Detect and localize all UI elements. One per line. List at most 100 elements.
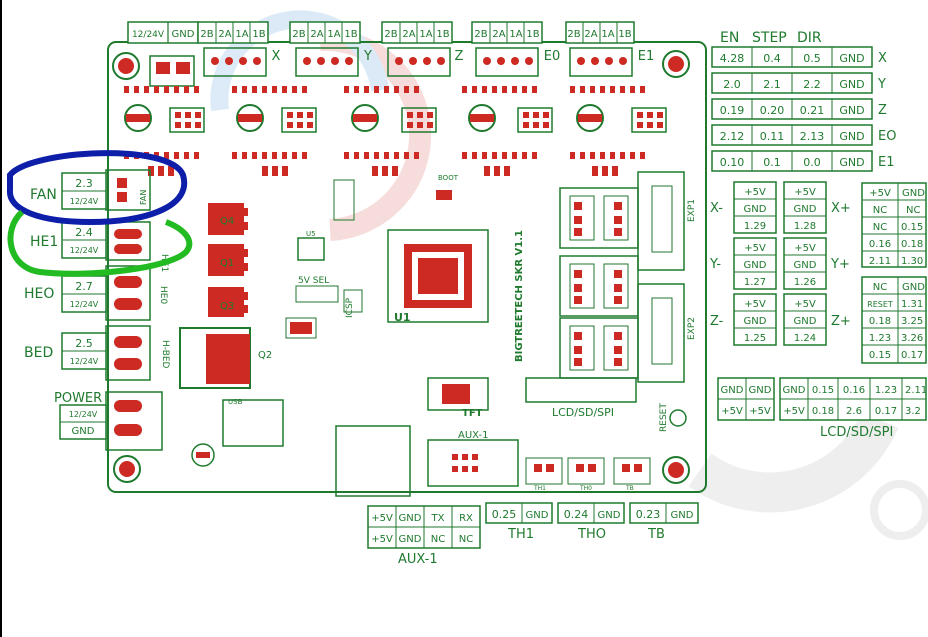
th1-gnd: GND: [526, 510, 549, 521]
motor-header-e0: 2B 2A 1A 1B E0: [471, 21, 560, 77]
lcd-right-r1c3: 0.16: [843, 385, 865, 396]
x-pin-1b: 1B: [252, 29, 265, 40]
endstop-z-right-5v: +5V: [794, 299, 816, 310]
driver-header-en: EN: [720, 30, 739, 46]
e1-motor-label: E1: [638, 49, 655, 64]
motor-header-e1: 2B 2A 1A 1B E1: [565, 21, 655, 77]
thermistor-th0: 0.24 GND THO: [557, 502, 625, 542]
aux1-r2c3: NC: [431, 534, 445, 545]
driver-z-axis: Z: [878, 103, 887, 118]
aux1-r1c1: +5V: [371, 513, 393, 524]
icsp-label: ICSP: [345, 297, 355, 318]
e1-pin-2a: 2A: [584, 29, 597, 40]
lcd-right-r1c5: 2.11: [905, 385, 927, 396]
lcd-sd-spi-table: GND GND +5V +5V GND 0.15 0.16 1.23 2.11 …: [717, 377, 927, 440]
endstop-x-plus: X+: [831, 201, 851, 216]
exp1-r2c1: NC: [873, 205, 887, 216]
endstop-y-minus: Y-: [709, 257, 721, 272]
he1-annotation-ellipse: [7, 209, 193, 277]
sel-label: 5V SEL: [298, 276, 329, 286]
e0-pin-1b: 1B: [526, 29, 539, 40]
lcd-right-r1c4: 1.23: [875, 385, 897, 396]
endstop-y-left-5v: +5V: [744, 243, 766, 254]
misc-components: U5 5V SEL ICSP BOOT USB TFT AUX-1 LCD/SD…: [191, 174, 687, 497]
power-input: POWER 12/24V GND: [54, 391, 107, 440]
endstop-y: Y- Y+ +5V GND 1.27 +5V GND 1.26: [709, 237, 850, 290]
board-name: BIGTREETECH SKR V1.1: [514, 230, 525, 362]
driver-row-e0: 2.12 0.11 2.13 GND EO: [711, 124, 896, 146]
exp1-r5c2: 1.30: [901, 256, 923, 267]
fan-annotation-ellipse: [6, 150, 188, 226]
driver-e1-en: 0.10: [720, 156, 745, 169]
bed-volt: 12/24V: [70, 357, 99, 366]
thermistor-tb: 0.23 GND TB: [629, 502, 699, 542]
exp1-r2c2: NC: [906, 205, 920, 216]
q2-label: Q2: [258, 350, 272, 361]
driver-e0-gnd: GND: [839, 130, 864, 143]
th1-board-label: TH1: [533, 485, 546, 492]
driver-row-e1: 0.10 0.1 0.0 GND E1: [711, 150, 895, 172]
left-edge-line: [0, 0, 2, 637]
e1-pin-2b: 2B: [567, 29, 580, 40]
driver-y-gnd: GND: [839, 78, 864, 91]
lcd-right-r2c2: 0.18: [812, 406, 834, 417]
z-pin-2b: 2B: [384, 29, 397, 40]
motor-header-x: 2B 2A 1A 1B X: [197, 21, 281, 77]
exp2-r5c2: 0.17: [901, 350, 923, 361]
u1-label: U1: [394, 311, 411, 324]
motor-header-z: 2B 2A 1A 1B Z: [381, 21, 464, 77]
endstop-x-minus: X-: [710, 201, 723, 216]
endstop-z: Z- Z+ +5V GND 1.25 +5V GND 1.24: [710, 293, 851, 346]
endstop-x: X- X+ +5V GND 1.29 +5V GND 1.28: [710, 181, 851, 234]
lcd-right-r2c3: 2.6: [846, 406, 862, 417]
x-pin-2b: 2B: [200, 29, 213, 40]
endstop-x-right-5v: +5V: [794, 187, 816, 198]
lcd-right-r1c2: 0.15: [812, 385, 834, 396]
he0-label: HEO: [24, 286, 54, 302]
e1-pin-1b: 1B: [618, 29, 631, 40]
thermistor-tables: 0.25 GND TH1 0.24 GND THO 0.23 GND TB: [485, 502, 699, 542]
aux1-board-label: AUX-1: [458, 430, 488, 441]
endstop-z-left-5v: +5V: [744, 299, 766, 310]
endstop-z-minus: Z-: [710, 314, 724, 329]
th1-label: TH1: [507, 527, 534, 542]
exp2-r1c2: GND: [902, 282, 925, 293]
driver-y-step: 2.1: [763, 78, 781, 91]
endstop-x-left-gnd: GND: [744, 204, 767, 215]
th0-board-label: TH0: [579, 485, 592, 492]
u5-label: U5: [306, 230, 316, 238]
annotations: [6, 150, 193, 277]
th1-pin: 0.25: [492, 508, 517, 521]
driver-y-dir: 2.2: [803, 78, 821, 91]
e0-pin-2b: 2B: [474, 29, 487, 40]
top-power-volt: 12/24V: [132, 30, 165, 40]
z-motor-label: Z: [455, 49, 464, 64]
y-motor-label: Y: [363, 49, 372, 64]
aux1-r2c4: NC: [459, 534, 473, 545]
driver-z-step: 0.20: [760, 104, 785, 117]
power-volt: 12/24V: [69, 410, 98, 419]
endstop-x-left-5v: +5V: [744, 187, 766, 198]
z-pin-1b: 1B: [436, 29, 449, 40]
boot-label: BOOT: [438, 174, 459, 182]
driver-header-step: STEP: [752, 30, 787, 46]
top-power-gnd: GND: [172, 29, 195, 40]
usb-label: USB: [228, 398, 243, 406]
e0-pin-2a: 2A: [492, 29, 505, 40]
exp1-r3c2: 0.15: [901, 222, 923, 233]
tb-pin: 0.23: [636, 508, 661, 521]
lcd-right-r2c1: +5V: [783, 406, 805, 417]
exp2-r3c1: 0.18: [869, 316, 891, 327]
endstop-y-plus: Y+: [830, 257, 850, 272]
exp1-r3c1: NC: [873, 222, 887, 233]
exp2-r1c1: NC: [873, 282, 887, 293]
fan-pin: 2.3: [75, 177, 93, 190]
lcd-table-label: LCD/SD/SPI: [820, 425, 893, 440]
y-pin-2b: 2B: [292, 29, 305, 40]
exp1-r4c1: 0.16: [869, 239, 891, 250]
he0-pin: 2.7: [75, 280, 93, 293]
fan-volt: 12/24V: [70, 197, 99, 206]
exp2-r4c2: 3.26: [901, 333, 923, 344]
endstop-y-left-sig: 1.27: [744, 277, 766, 288]
endstop-z-right-gnd: GND: [794, 316, 817, 327]
